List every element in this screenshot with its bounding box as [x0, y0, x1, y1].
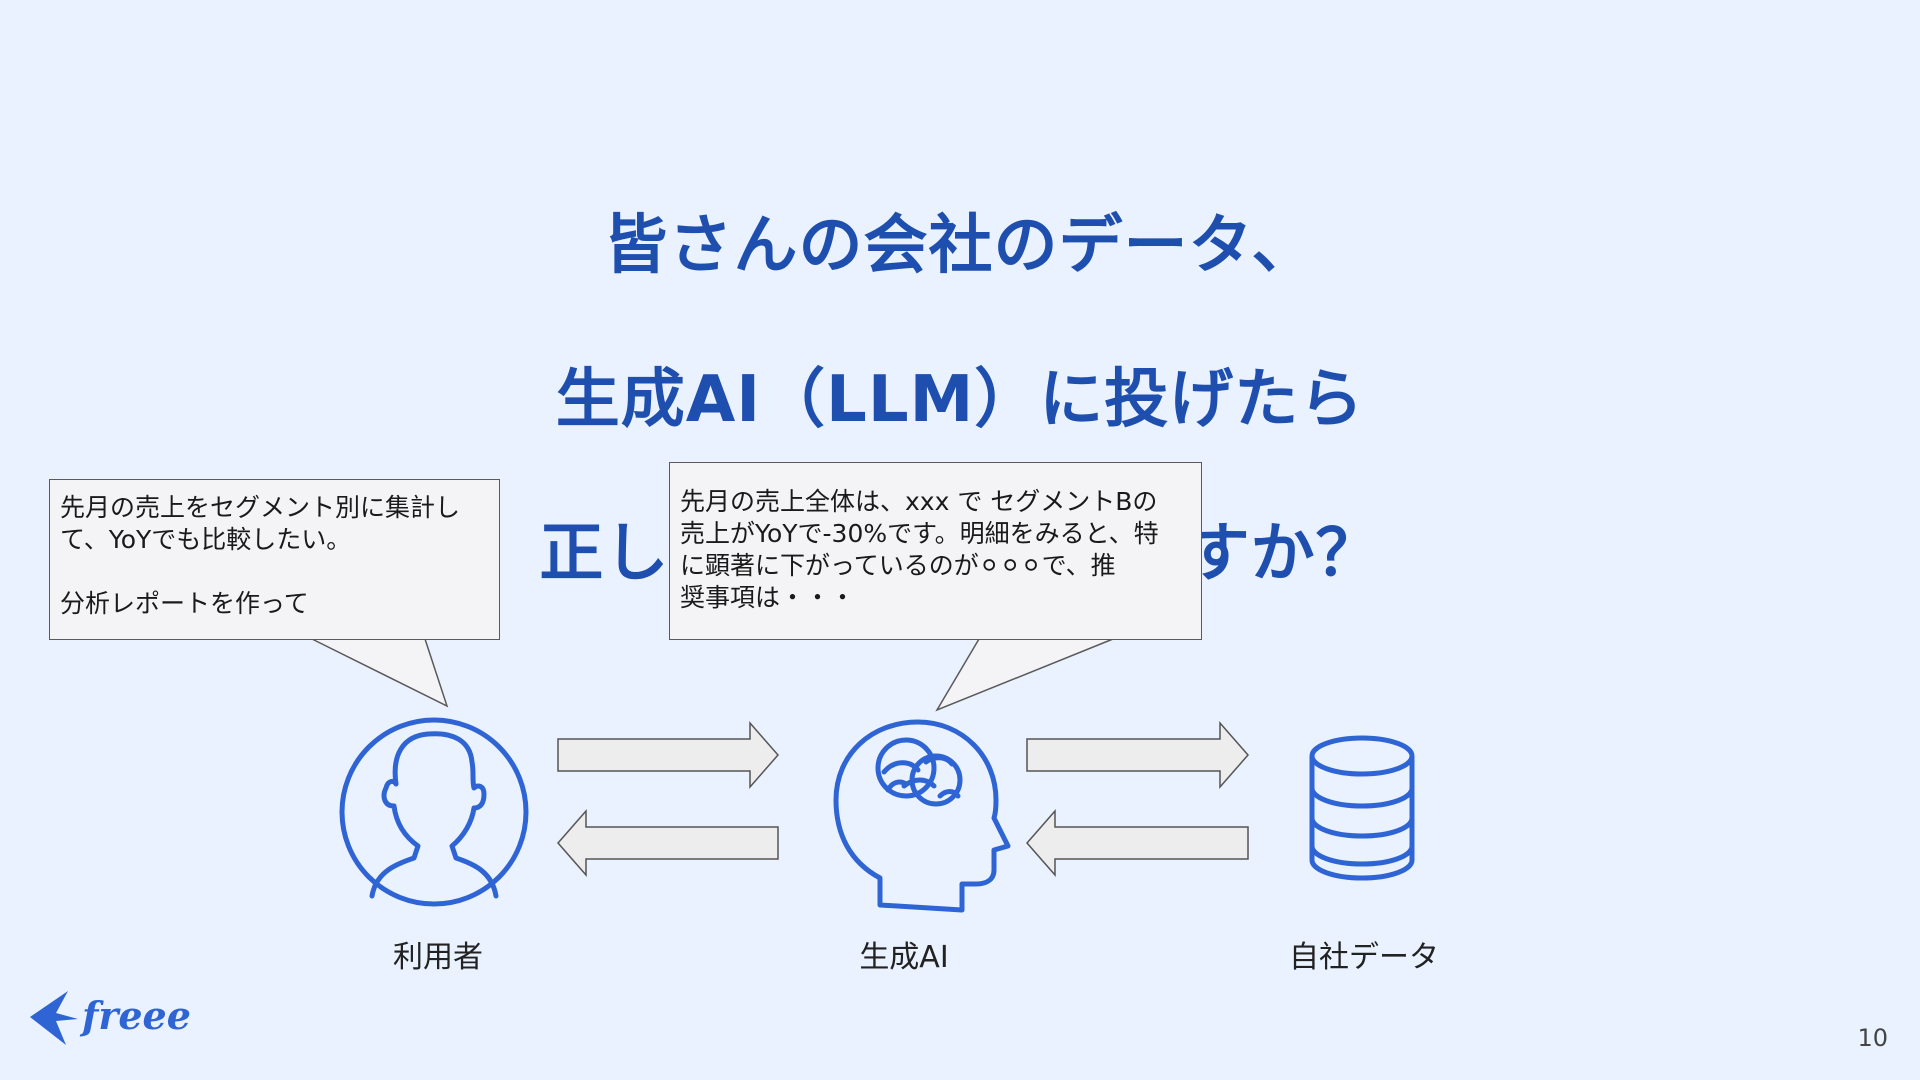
node-label-ai: 生成AI — [859, 940, 949, 975]
user-icon — [339, 717, 529, 907]
slide-title-line-1: 皆さんの会社のデータ、 — [603, 209, 1317, 283]
freee-logo: freee — [30, 991, 191, 1045]
freee-bird-icon — [30, 991, 78, 1045]
arrow-right-icon — [557, 721, 779, 789]
arrow-right-icon — [1026, 721, 1249, 789]
slide-title-line-2: 生成AI（LLM）に投げたら — [555, 363, 1365, 437]
arrow-left-icon — [557, 809, 779, 877]
database-icon — [1309, 735, 1415, 881]
node-label-data: 自社データ — [1289, 940, 1439, 975]
brain-head-icon — [833, 719, 1011, 913]
user-speech-bubble: 先月の売上をセグメント別に集計し て、YoYでも比較したい。 分析レポートを作っ… — [49, 479, 500, 640]
node-label-user: 利用者 — [393, 940, 483, 975]
page-number: 10 — [1857, 1024, 1888, 1052]
logo-text: freee — [79, 993, 191, 1038]
user-bubble-tail — [311, 638, 449, 708]
ai-speech-bubble: 先月の売上全体は、xxx で セグメントBの 売上がYoYで-30%です。明細を… — [669, 462, 1202, 640]
ai-bubble-tail — [935, 638, 1114, 712]
arrow-left-icon — [1026, 809, 1249, 877]
